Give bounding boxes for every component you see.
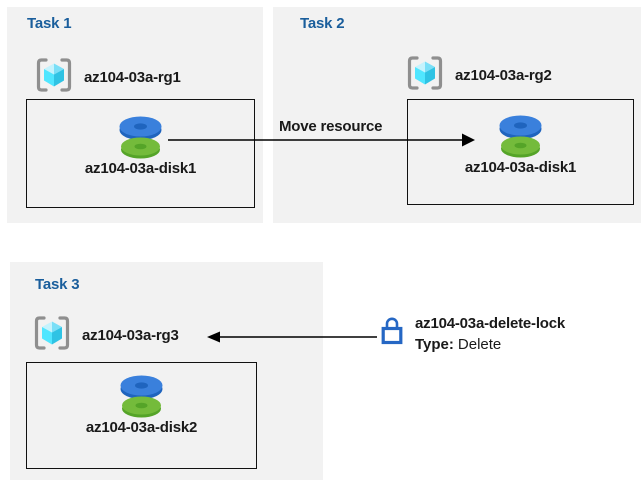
task1-resource-group: az104-03a-rg1 <box>35 57 181 98</box>
lock-type-value: Delete <box>457 336 502 353</box>
task3-resource-group: az104-03a-rg3 <box>33 315 179 356</box>
managed-disk-icon <box>119 116 162 159</box>
task1-resource-box: az104-03a-disk1 <box>26 99 255 208</box>
delete-lock-type: Type:Delete <box>415 334 565 355</box>
delete-lock-text: az104-03a-delete-lock Type:Delete <box>415 309 565 355</box>
lock-badge <box>377 309 407 351</box>
disk-label: az104-03a-disk2 <box>85 419 198 436</box>
resource-group-label: az104-03a-rg3 <box>82 327 179 344</box>
task2-resource-box: az104-03a-disk1 <box>407 99 634 205</box>
delete-lock-group: az104-03a-delete-lock Type:Delete <box>377 309 565 355</box>
move-resource-label: Move resource <box>279 118 383 135</box>
task1-title: Task 1 <box>27 15 72 32</box>
task3-panel: Task 3 az104-03a-rg3 az104-03a-disk2 <box>10 262 323 480</box>
resource-group-icon <box>34 316 70 350</box>
disk-label: az104-03a-disk1 <box>464 159 577 176</box>
lock-type-label: Type: <box>415 336 454 353</box>
task3-resource-box: az104-03a-disk2 <box>26 362 257 469</box>
lock-icon <box>381 317 403 345</box>
resource-group-icon <box>36 58 72 92</box>
managed-disk-icon <box>499 115 542 158</box>
task1-panel: Task 1 az104-03a-rg1 az104-03a-disk1 <box>7 7 263 223</box>
task3-title: Task 3 <box>35 276 80 293</box>
task2-resource-group: az104-03a-rg2 <box>406 55 552 96</box>
disk-label: az104-03a-disk1 <box>84 160 197 177</box>
task2-panel: Task 2 az104-03a-rg2 az104-03a-disk1 <box>273 7 641 223</box>
resource-group-icon <box>407 56 443 90</box>
resource-group-label: az104-03a-rg2 <box>455 67 552 84</box>
resource-group-label: az104-03a-rg1 <box>84 69 181 86</box>
delete-lock-name: az104-03a-delete-lock <box>415 315 566 332</box>
task2-title: Task 2 <box>300 15 345 32</box>
managed-disk-icon <box>120 375 163 418</box>
